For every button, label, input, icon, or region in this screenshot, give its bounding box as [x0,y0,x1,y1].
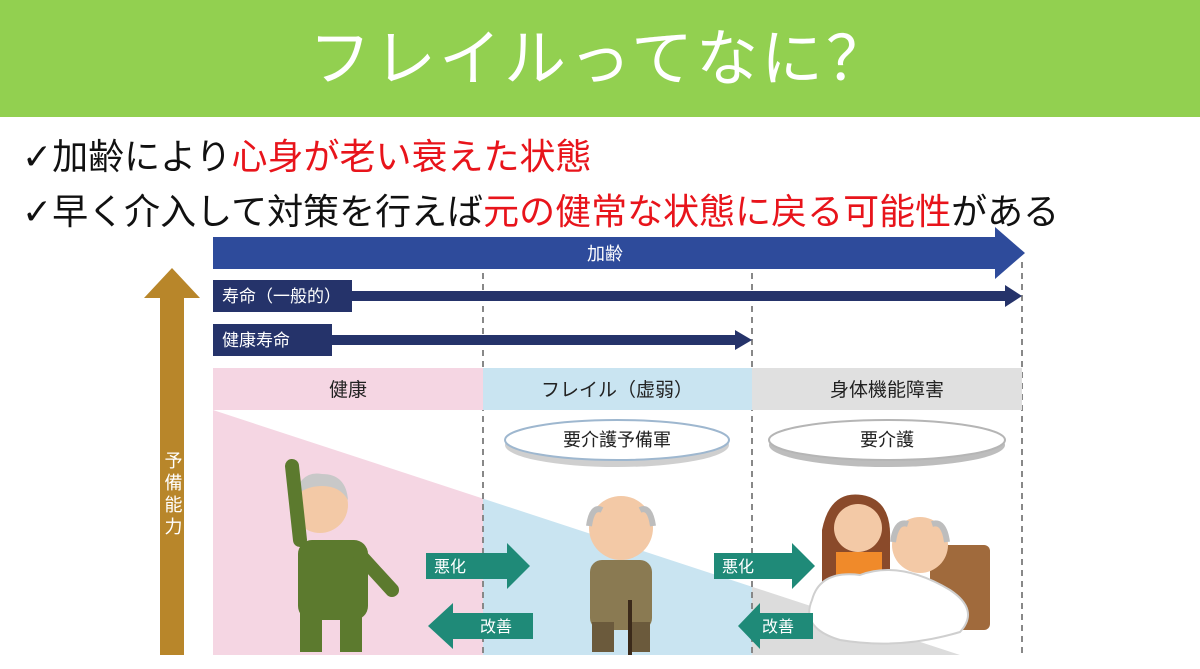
bullet-1-text: 加齢により [52,137,232,178]
improve-arrow-1 [428,603,533,649]
aging-arrow [213,227,1025,279]
bullet-1-highlight: 心身が老い衰えた状態 [231,137,592,178]
care-oval [768,419,1006,461]
worsen-arrow-1 [426,543,530,589]
bullet-1: ✓加齢により心身が老い衰えた状態 [22,128,591,180]
improve-label-2: 改善 [762,617,794,636]
frail-elder-illustration [586,496,656,655]
care-label: 要介護 [860,430,914,451]
bullet-2: ✓早く介入して対策を行えば元の健常な状態に戻る可能性がある [22,183,1059,235]
care-illustration [808,494,990,645]
worsen-label-1: 悪化 [434,557,466,576]
check-icon: ✓ [22,137,53,178]
aging-label: 加齢 [587,244,623,265]
stage-header-frail [483,368,752,410]
lifespan-arrow [213,280,1022,312]
title-bar [0,0,1200,117]
stage-header-disability [752,368,1022,410]
improve-arrow-2 [738,603,813,649]
stage-disability-label: 身体機能障害 [830,379,944,401]
reserve-label: 予備能力 [162,451,183,539]
reserve-arrow [144,268,200,655]
worsen-label-2: 悪化 [722,557,754,576]
pre-care-label: 要介護予備軍 [563,430,671,451]
stage-healthy-label: 健康 [329,379,367,401]
healthy-lifespan-label: 健康寿命 [222,331,290,351]
worsen-arrow-2 [714,543,815,589]
page-title: フレイルってなに？ [309,22,891,95]
healthy-elder-illustration [285,459,399,652]
check-icon: ✓ [22,192,53,233]
lifespan-label: 寿命（一般的） [222,287,341,307]
stage-frail-label: フレイル（虚弱） [541,379,693,401]
pre-care-oval [504,419,730,461]
improve-label-1: 改善 [480,617,512,636]
healthy-lifespan-arrow [213,324,752,356]
bullet-2-text-end: がある [951,192,1060,233]
bullet-2-highlight: 元の健常な状態に戻る可能性 [483,192,952,233]
bullet-2-text: 早く介入して対策を行えば [52,192,484,233]
stage-header-healthy [213,368,483,410]
